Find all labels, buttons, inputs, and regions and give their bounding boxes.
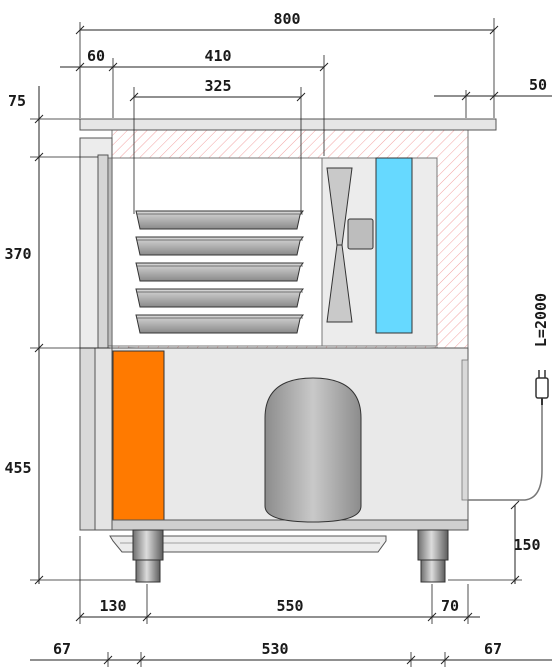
dim-chamber-depth: 410 <box>204 47 231 65</box>
dim-top-overhang: 50 <box>529 76 547 94</box>
gastronorm-tray <box>135 288 304 308</box>
power-plug-icon <box>535 377 549 399</box>
compressor-tank <box>264 377 362 523</box>
evaporator-coil <box>375 157 413 334</box>
gastronorm-tray <box>135 236 304 256</box>
dimension-labels: 800 60 410 325 75 50 370 455 150 130 550… <box>4 10 550 658</box>
dim-leg-height: 150 <box>513 536 540 554</box>
dim-right-leg-offset: 70 <box>441 597 459 615</box>
top-plate <box>79 118 497 131</box>
compressor-block <box>112 350 165 523</box>
dim-top-thickness: 75 <box>8 92 26 110</box>
leg-right <box>417 529 449 583</box>
dimension-lines <box>30 18 552 667</box>
dim-overall-width: 800 <box>273 10 300 28</box>
dim-bottom-span: 530 <box>261 640 288 658</box>
door <box>79 137 113 352</box>
dim-cable-length: L=2000 <box>532 293 550 347</box>
dim-left-offset: 60 <box>87 47 105 65</box>
gastronorm-tray <box>135 210 304 230</box>
dim-chamber-height: 370 <box>4 245 31 263</box>
dim-bottom-right: 67 <box>484 640 502 658</box>
dim-leg-spacing: 550 <box>276 597 303 615</box>
power-cable <box>468 370 549 501</box>
gastronorm-tray <box>135 314 304 334</box>
dim-bottom-left: 67 <box>53 640 71 658</box>
axial-fan <box>326 167 374 323</box>
gastronorm-tray <box>135 262 304 282</box>
dim-left-leg-offset: 130 <box>99 597 126 615</box>
gastronorm-trays <box>135 210 304 334</box>
leg-left <box>132 529 164 583</box>
dim-base-height: 455 <box>4 459 31 477</box>
dim-tray-width: 325 <box>204 77 231 95</box>
